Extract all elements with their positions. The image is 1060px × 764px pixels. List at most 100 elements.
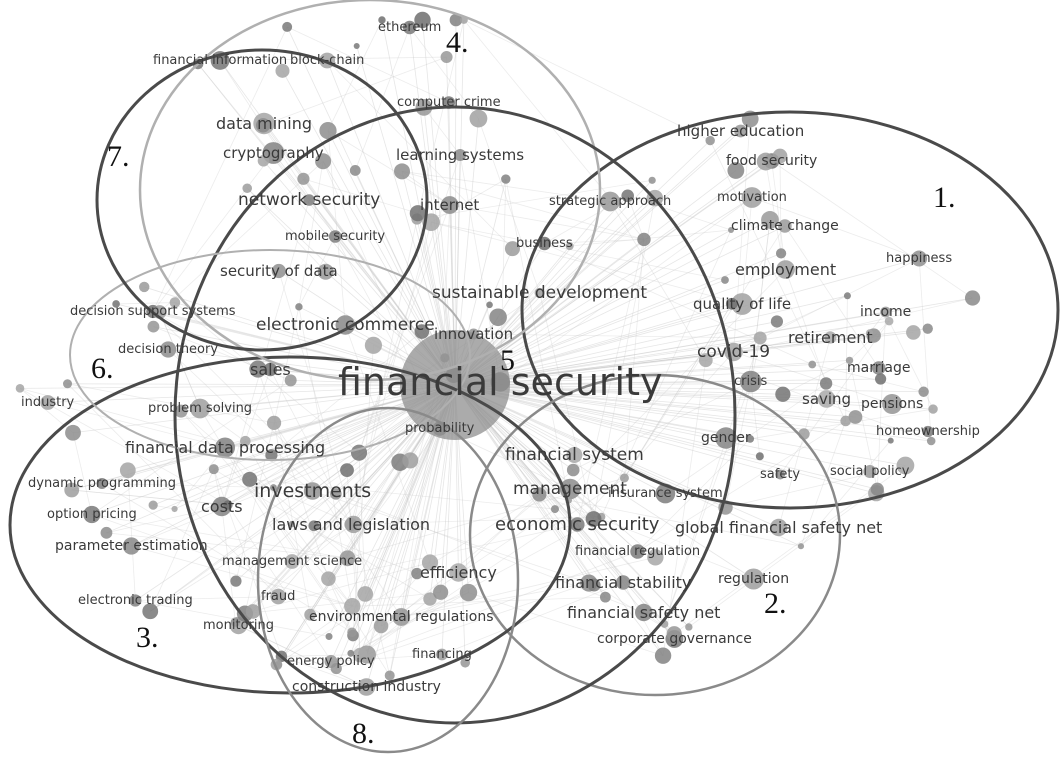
network-edge xyxy=(601,229,732,517)
term-label: motivation xyxy=(717,190,787,205)
term-label: environmental regulations xyxy=(309,609,493,625)
network-node xyxy=(537,236,552,251)
network-node xyxy=(845,356,854,365)
term-label: management science xyxy=(222,554,362,569)
cluster-ellipse-7 xyxy=(95,48,429,352)
network-edge xyxy=(291,523,418,574)
network-node xyxy=(599,591,611,603)
network-edge xyxy=(800,420,847,547)
network-edge xyxy=(454,384,924,393)
network-edge xyxy=(459,154,501,383)
network-edge xyxy=(197,63,310,201)
term-label: corporate governance xyxy=(597,631,752,647)
network-node xyxy=(364,336,383,354)
term-label: happiness xyxy=(886,251,952,266)
network-node xyxy=(40,395,56,410)
network-edge xyxy=(276,494,540,665)
cluster-number-5: 5 xyxy=(500,344,515,377)
network-node xyxy=(808,360,817,369)
network-node xyxy=(928,404,938,414)
network-edge xyxy=(784,225,880,369)
network-node xyxy=(215,437,236,458)
term-label: energy policy xyxy=(287,654,375,669)
network-edge xyxy=(463,19,711,141)
network-edge xyxy=(91,514,353,607)
network-node xyxy=(715,427,737,449)
network-edge xyxy=(454,155,781,386)
network-edge xyxy=(637,420,846,552)
network-edge xyxy=(352,345,374,636)
network-edge xyxy=(71,489,228,506)
network-node xyxy=(347,627,357,638)
term-label: industry xyxy=(21,395,75,410)
network-node xyxy=(440,51,453,64)
term-label: higher education xyxy=(677,122,804,140)
network-edge xyxy=(454,384,781,475)
network-node xyxy=(304,608,317,621)
network-node xyxy=(64,482,80,498)
network-node xyxy=(421,554,439,571)
network-node xyxy=(449,563,468,582)
cluster-ellipses xyxy=(8,0,1060,754)
network-edge xyxy=(150,493,337,612)
network-edge xyxy=(624,303,733,479)
network-node xyxy=(249,360,267,378)
network-edge xyxy=(401,582,589,618)
network-edge xyxy=(401,556,656,618)
network-edge xyxy=(303,178,418,214)
network-edge xyxy=(358,204,451,453)
network-node xyxy=(817,390,836,408)
term-label: internet xyxy=(420,196,479,214)
network-node xyxy=(284,374,297,387)
network-node xyxy=(721,276,729,284)
network-node xyxy=(887,437,894,444)
network-node xyxy=(776,260,795,279)
network-node xyxy=(160,341,177,358)
network-node xyxy=(648,176,656,184)
term-label: data mining xyxy=(216,114,312,133)
network-edge xyxy=(359,598,431,656)
network-node xyxy=(245,604,261,619)
network-node xyxy=(635,603,653,622)
network-edge xyxy=(330,654,442,662)
network-edge xyxy=(454,384,856,418)
network-node xyxy=(504,241,520,257)
cluster-number-4: 4. xyxy=(446,26,469,59)
network-edge xyxy=(431,221,726,281)
network-node xyxy=(778,219,792,233)
network-node xyxy=(436,648,448,661)
network-node xyxy=(423,592,437,606)
network-edge xyxy=(350,516,602,654)
network-node xyxy=(223,500,233,510)
cluster-ellipse-5 xyxy=(173,105,737,725)
term-label: financial data processing xyxy=(125,438,325,457)
network-node xyxy=(770,315,784,328)
network-edge xyxy=(733,351,893,405)
network-edge xyxy=(454,332,914,386)
network-edge xyxy=(876,311,887,490)
network-node xyxy=(319,122,337,140)
network-node xyxy=(315,153,332,170)
network-node xyxy=(501,174,511,184)
network-edge xyxy=(627,195,645,240)
network-node xyxy=(96,478,108,489)
network-node xyxy=(303,194,315,206)
cluster-number-8: 8. xyxy=(352,717,375,750)
network-node xyxy=(725,297,738,310)
network-node xyxy=(339,550,356,567)
network-node xyxy=(139,281,150,293)
network-node xyxy=(357,586,374,602)
network-edge xyxy=(454,384,675,640)
term-label: sales xyxy=(250,360,291,379)
network-edge xyxy=(91,514,348,559)
network-edge xyxy=(569,488,638,552)
network-edge xyxy=(500,197,753,383)
network-node xyxy=(308,520,320,532)
network-edge xyxy=(286,26,456,386)
network-node xyxy=(621,189,634,203)
network-edge xyxy=(356,45,456,386)
network-node xyxy=(753,331,767,345)
network-edge xyxy=(298,161,324,307)
network-node xyxy=(353,42,360,49)
